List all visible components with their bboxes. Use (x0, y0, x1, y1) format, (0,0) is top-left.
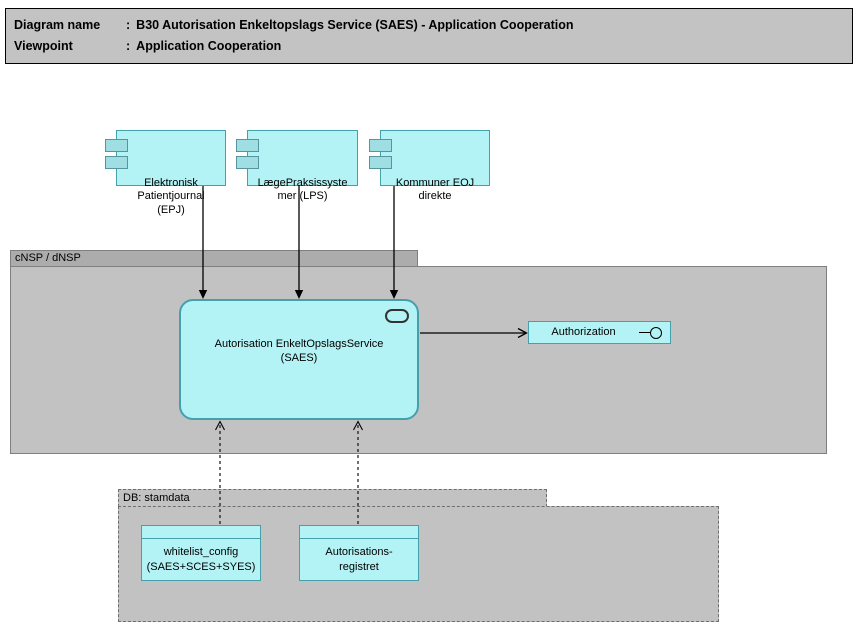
service-saes-label: Autorisation EnkeltOpslagsService (SAES) (214, 338, 384, 364)
group-db-stamdata-label: DB: stamdata (123, 492, 190, 504)
interface-authorization: Authorization (528, 321, 671, 344)
component-icon-tab (236, 139, 259, 152)
component-icon-tab (369, 156, 392, 169)
component-elektronisk-patientjournal: Elektronisk Patientjournal (EPJ) (105, 130, 226, 216)
viewpoint-colon: : (126, 39, 131, 53)
dataobject-label: Autorisations- registret (325, 546, 393, 573)
diagram-name-colon: : (126, 18, 131, 32)
interface-lollipop-icon (639, 326, 665, 339)
group-cnsp-dnsp-tab: cNSP / dNSP (10, 250, 418, 267)
component-laegepraksissystemer: LægePraksissyste mer (LPS) (236, 130, 358, 202)
viewpoint-label: Viewpoint (14, 39, 73, 53)
diagram-name-value: B30 Autorisation Enkeltopslags Service (… (136, 18, 574, 32)
diagram-name-row: Diagram name: B30 Autorisation Enkeltopsl… (14, 15, 844, 36)
service-saes: Autorisation EnkeltOpslagsService (SAES) (179, 299, 419, 420)
component-icon-tab (105, 139, 128, 152)
data-object-band (142, 526, 260, 539)
interface-authorization-label: Authorization (551, 326, 616, 338)
diagram-name-label: Diagram name (14, 18, 101, 32)
component-icon-tab (369, 139, 392, 152)
component-icon-tab (105, 156, 128, 169)
viewpoint-value: Application Cooperation (136, 39, 282, 53)
group-db-stamdata-tab: DB: stamdata (118, 489, 547, 507)
component-label: Elektronisk Patientjournal (EPJ) (137, 176, 205, 216)
viewpoint-row: Viewpoint: Application Cooperation (14, 36, 844, 57)
dataobject-label: whitelist_config (SAES+SCES+SYES) (146, 546, 256, 573)
dataobject-autorisationsregistret: Autorisations- registret (299, 525, 419, 581)
group-cnsp-dnsp-label: cNSP / dNSP (15, 252, 81, 264)
component-icon-tab (236, 156, 259, 169)
data-object-band (300, 526, 418, 539)
component-kommuner-eoj-direkte: Kommuner EOJ direkte (369, 130, 490, 202)
diagram-title-block: Diagram name: B30 Autorisation Enkeltopsl… (5, 8, 853, 64)
application-service-icon (385, 309, 409, 323)
dataobject-whitelist-config: whitelist_config (SAES+SCES+SYES) (141, 525, 261, 581)
component-label: LægePraksissyste mer (LPS) (257, 176, 348, 203)
component-label: Kommuner EOJ direkte (395, 176, 475, 203)
